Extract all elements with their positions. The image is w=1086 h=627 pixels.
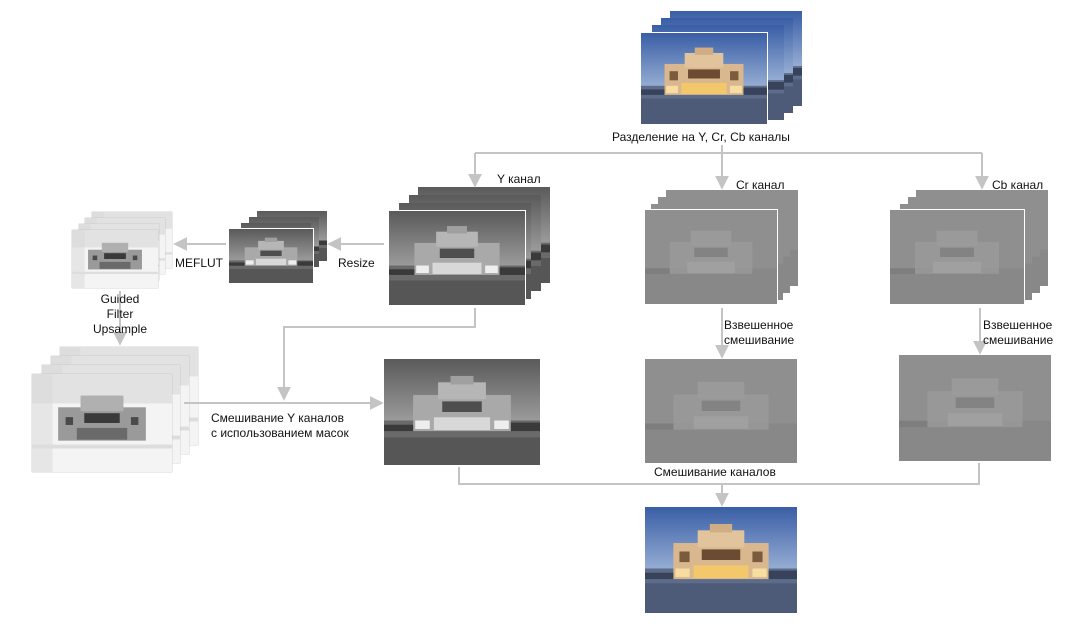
y-channel-label: Y канал bbox=[497, 172, 541, 186]
fused-cb-image bbox=[899, 355, 1051, 461]
fused-cr-image bbox=[645, 359, 797, 463]
resized-y-stack bbox=[228, 211, 327, 284]
weight-mask-stack bbox=[71, 211, 173, 289]
mix-y-line-2: с использованием масок bbox=[211, 426, 349, 440]
weighted-cr-line-2: смешивание bbox=[724, 333, 795, 347]
connectors bbox=[113, 145, 989, 507]
merge-bar bbox=[458, 463, 980, 485]
weighted-cb-line-1: Взвешенное bbox=[983, 318, 1053, 332]
cb-channel-stack bbox=[889, 190, 1048, 305]
meflut-label: MEFLUT bbox=[175, 256, 223, 270]
merge-label: Смешивание каналов bbox=[654, 465, 776, 479]
guided-line-1: Guided bbox=[100, 292, 140, 306]
weighted-cb-line-2: смешивание bbox=[983, 333, 1054, 347]
y-to-mix-line bbox=[283, 308, 476, 398]
y-channel-stack bbox=[388, 187, 550, 306]
weighted-cr-label: Взвешенное смешивание bbox=[724, 318, 794, 348]
guided-line-2: Filter bbox=[106, 307, 134, 321]
upsampled-mask-stack bbox=[31, 346, 199, 473]
mix-y-label: Смешивание Y каналов с использованием ма… bbox=[211, 411, 349, 441]
cr-channel-label: Cr канал bbox=[736, 178, 785, 192]
fused-y-image bbox=[384, 359, 540, 465]
weighted-cb-label: Взвешенное смешивание bbox=[983, 318, 1053, 348]
resize-label: Resize bbox=[338, 256, 375, 270]
input-color-stack bbox=[640, 11, 802, 125]
cb-channel-label: Cb канал bbox=[992, 178, 1044, 192]
cr-channel-stack bbox=[644, 190, 798, 305]
guided-line-3: Upsample bbox=[92, 322, 148, 336]
fused-color-output bbox=[645, 507, 797, 613]
split-label: Разделение на Y, Cr, Cb каналы bbox=[612, 130, 790, 144]
mix-y-line-1: Смешивание Y каналов bbox=[211, 411, 344, 425]
guided-filter-label: Guided Filter Upsample bbox=[83, 292, 157, 337]
weighted-cr-line-1: Взвешенное bbox=[724, 318, 794, 332]
